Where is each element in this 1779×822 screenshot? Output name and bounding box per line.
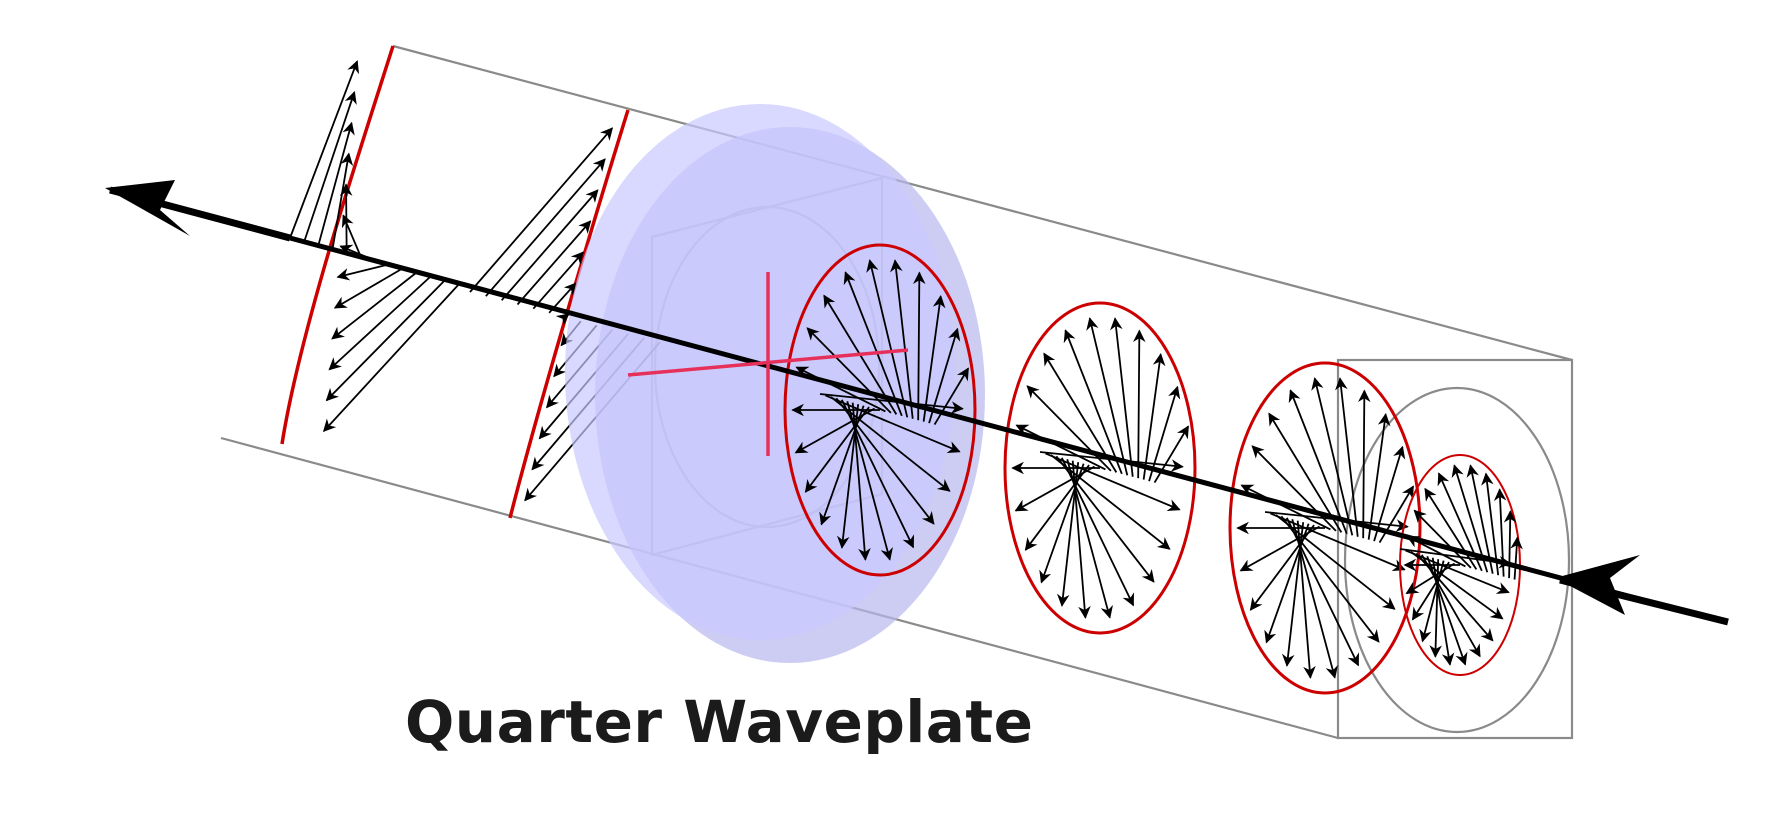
- circular-vector-arrow: [819, 405, 865, 526]
- circular-vector-arrow: [1086, 317, 1129, 476]
- waveplate-face: [565, 104, 955, 640]
- outgoing-arrowhead: [105, 180, 190, 236]
- circular-vector-arrow: [1024, 464, 1090, 551]
- beam-axis: [289, 235, 1726, 625]
- circular-vector-arrow: [1413, 509, 1472, 569]
- circular-vector-arrow: [1367, 412, 1391, 540]
- circular-trace: [1228, 361, 1422, 695]
- linear-vector-arrow: [328, 274, 433, 371]
- linear-vector-arrow: [331, 271, 419, 340]
- linear-vector-arrow: [341, 214, 362, 258]
- circular-vector-arrow: [928, 327, 961, 424]
- linear-trace: [508, 109, 630, 519]
- incoming-arrowhead: [1555, 555, 1640, 615]
- front-square: [1336, 358, 1574, 740]
- circular-vector-arrow: [922, 294, 946, 422]
- circular-vector-arrow: [1335, 377, 1359, 537]
- waveplate-axes: [627, 272, 909, 456]
- circular-vector-arrow: [866, 259, 909, 418]
- front-circle: [1343, 386, 1571, 734]
- circular-polarization-sections: [783, 243, 1523, 695]
- circular-vector-arrow: [804, 406, 870, 493]
- circular-vector-arrow: [1014, 465, 1095, 512]
- linear-vector-arrow: [289, 60, 360, 239]
- beam: [105, 180, 1729, 626]
- circular-vector-arrow: [1268, 412, 1343, 533]
- circular-vector-arrow: [1357, 389, 1371, 539]
- circular-vector-arrow: [1405, 562, 1456, 595]
- circular-vector-arrow: [1426, 555, 1468, 666]
- circular-vector-arrow: [1264, 523, 1310, 644]
- circular-vector-arrow: [1510, 536, 1523, 580]
- circular-vector-arrow: [1142, 352, 1166, 480]
- circular-vector-arrow: [912, 271, 926, 421]
- circular-vector-arrow: [1424, 487, 1478, 570]
- circular-vector-arrow: [1045, 452, 1181, 512]
- prism-top-edge: [392, 44, 1573, 362]
- diagram-caption: Quarter Waveplate: [405, 688, 1034, 756]
- circular-vector-arrow: [1063, 329, 1123, 475]
- circular-vector-arrow: [1132, 329, 1146, 479]
- circular-vector-arrow: [1503, 510, 1517, 579]
- circular-vector-arrow: [1419, 560, 1445, 643]
- circular-vector-arrow: [1015, 424, 1106, 471]
- circular-vector-arrow: [1251, 445, 1337, 532]
- linear-vector-arrow: [485, 158, 606, 297]
- circular-vector-arrow: [1043, 352, 1118, 473]
- linear-vector-arrow: [469, 127, 614, 293]
- circular-trace: [783, 243, 977, 577]
- circular-vector-arrow: [1110, 317, 1134, 477]
- circular-vector-arrow: [1239, 525, 1320, 572]
- slow-axis: [627, 348, 909, 377]
- circular-vector-arrow: [1240, 484, 1331, 531]
- linear-vector-arrow: [336, 263, 390, 281]
- circular-vector-arrow: [1311, 377, 1354, 536]
- linear-vector-arrow: [339, 183, 353, 254]
- circular-vector-arrow: [890, 259, 914, 419]
- waveplate: [565, 104, 985, 663]
- circular-vector-arrow: [1288, 389, 1348, 535]
- circular-vector-arrow: [1039, 463, 1085, 584]
- linear-polarization-section-1: [280, 45, 461, 445]
- linear-vector-arrow: [303, 90, 357, 243]
- circular-vector-arrow: [1148, 385, 1181, 482]
- circular-vector-arrow: [843, 271, 903, 417]
- linear-vector-arrow: [325, 278, 447, 402]
- circular-trace: [1003, 301, 1197, 635]
- circular-vector-arrow: [1421, 554, 1481, 658]
- linear-vector-arrow: [317, 121, 355, 246]
- circular-vector-arrow: [1466, 464, 1494, 574]
- circular-vector-arrow: [1373, 445, 1406, 542]
- circular-vector-arrow: [1026, 385, 1112, 472]
- linear-vector-arrow: [333, 267, 404, 309]
- circular-vector-arrow: [933, 367, 969, 426]
- circular-vector-arrow: [1429, 559, 1442, 658]
- circular-vector-arrow: [795, 366, 886, 413]
- circular-vector-arrow: [806, 327, 892, 414]
- linear-vector-arrow: [532, 251, 584, 310]
- circular-vector-arrow: [1249, 524, 1315, 611]
- linear-vector-arrow: [500, 189, 599, 301]
- linear-vector-arrow: [331, 152, 354, 250]
- linear-trace: [280, 45, 395, 445]
- linear-vector-arrow: [322, 282, 461, 433]
- circular-vector-arrow: [794, 407, 875, 454]
- linear-vector-arrow: [516, 220, 592, 306]
